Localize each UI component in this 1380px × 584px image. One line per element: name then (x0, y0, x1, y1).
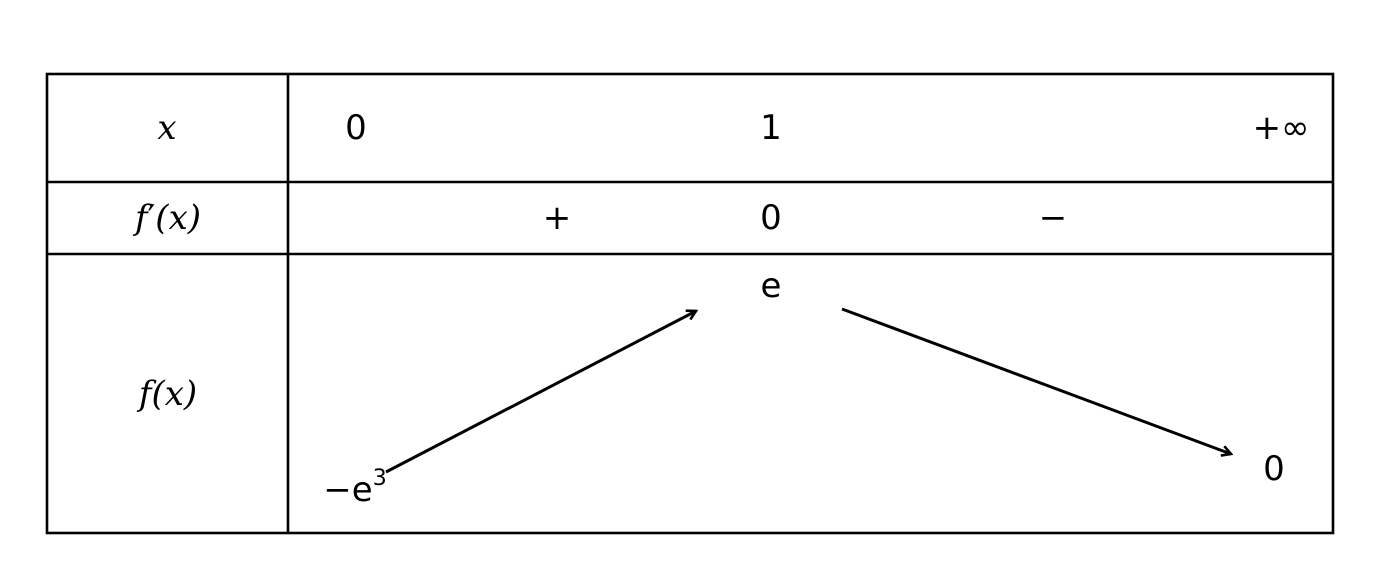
row-label-x: x (157, 108, 177, 148)
table-border (45, 72, 1335, 535)
function-value-end: 0 (1263, 449, 1285, 489)
derivative-sign-2: − (1038, 198, 1068, 238)
function-value-maximum: e (760, 266, 782, 306)
x-value-0: 0 (345, 108, 367, 148)
derivative-sign-0: + (542, 198, 572, 238)
row-label-derivative: f′(x) (135, 201, 201, 235)
function-value-start-base: −e (323, 470, 373, 510)
function-arg: (x) (151, 374, 198, 414)
row-label-function: f(x) (139, 377, 197, 411)
x-value-2: +∞ (1252, 108, 1310, 148)
derivative-arg: (x) (155, 198, 202, 238)
function-value-start: −e3 (323, 467, 386, 510)
derivative-prime: ′ (147, 198, 156, 238)
decreasing-arrow (841, 307, 1231, 454)
derivative-sign-1: 0 (760, 198, 782, 238)
x-value-1: 1 (760, 108, 782, 148)
function-func-name: f (138, 374, 152, 414)
function-value-start-exponent: 3 (372, 465, 387, 491)
increasing-arrow (385, 311, 696, 474)
derivative-func-name: f (134, 198, 148, 238)
